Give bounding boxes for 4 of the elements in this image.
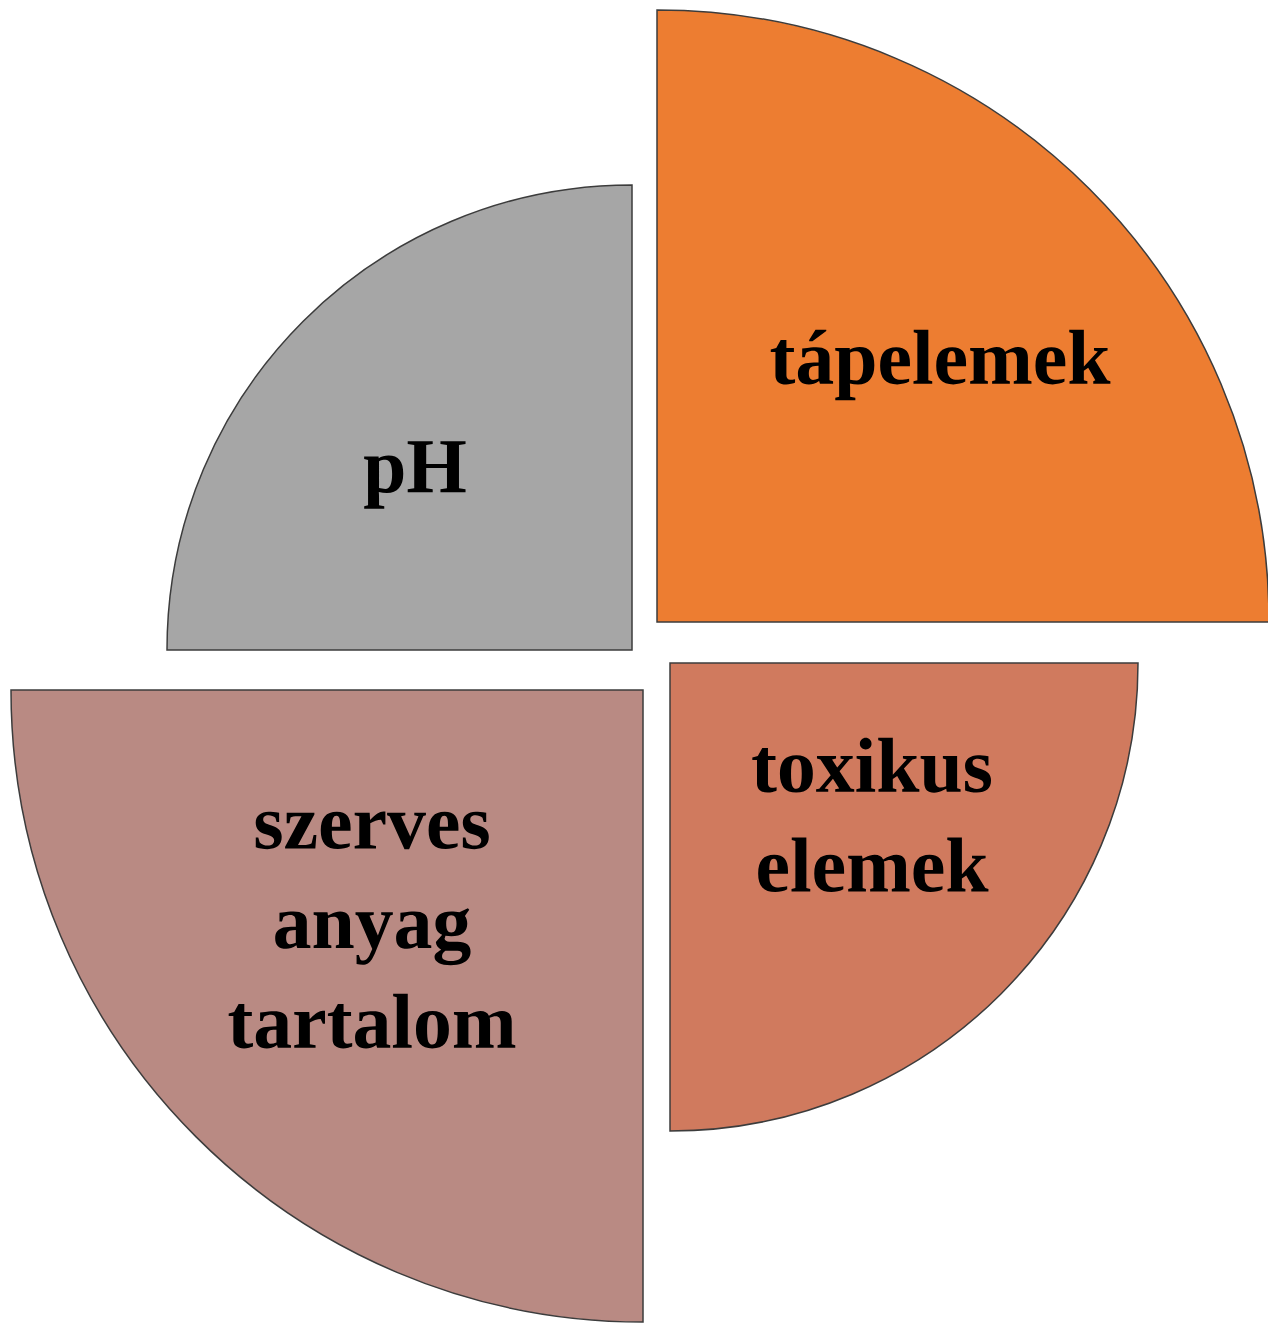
quarter-circle-segment: pH — [166, 184, 633, 651]
quarter-circle-segment: toxikus elemek — [669, 662, 1139, 1132]
quarter-circle-segment: szerves anyag tartalom — [10, 689, 644, 1323]
quarter-circle-segment: tápelemek — [656, 9, 1268, 623]
